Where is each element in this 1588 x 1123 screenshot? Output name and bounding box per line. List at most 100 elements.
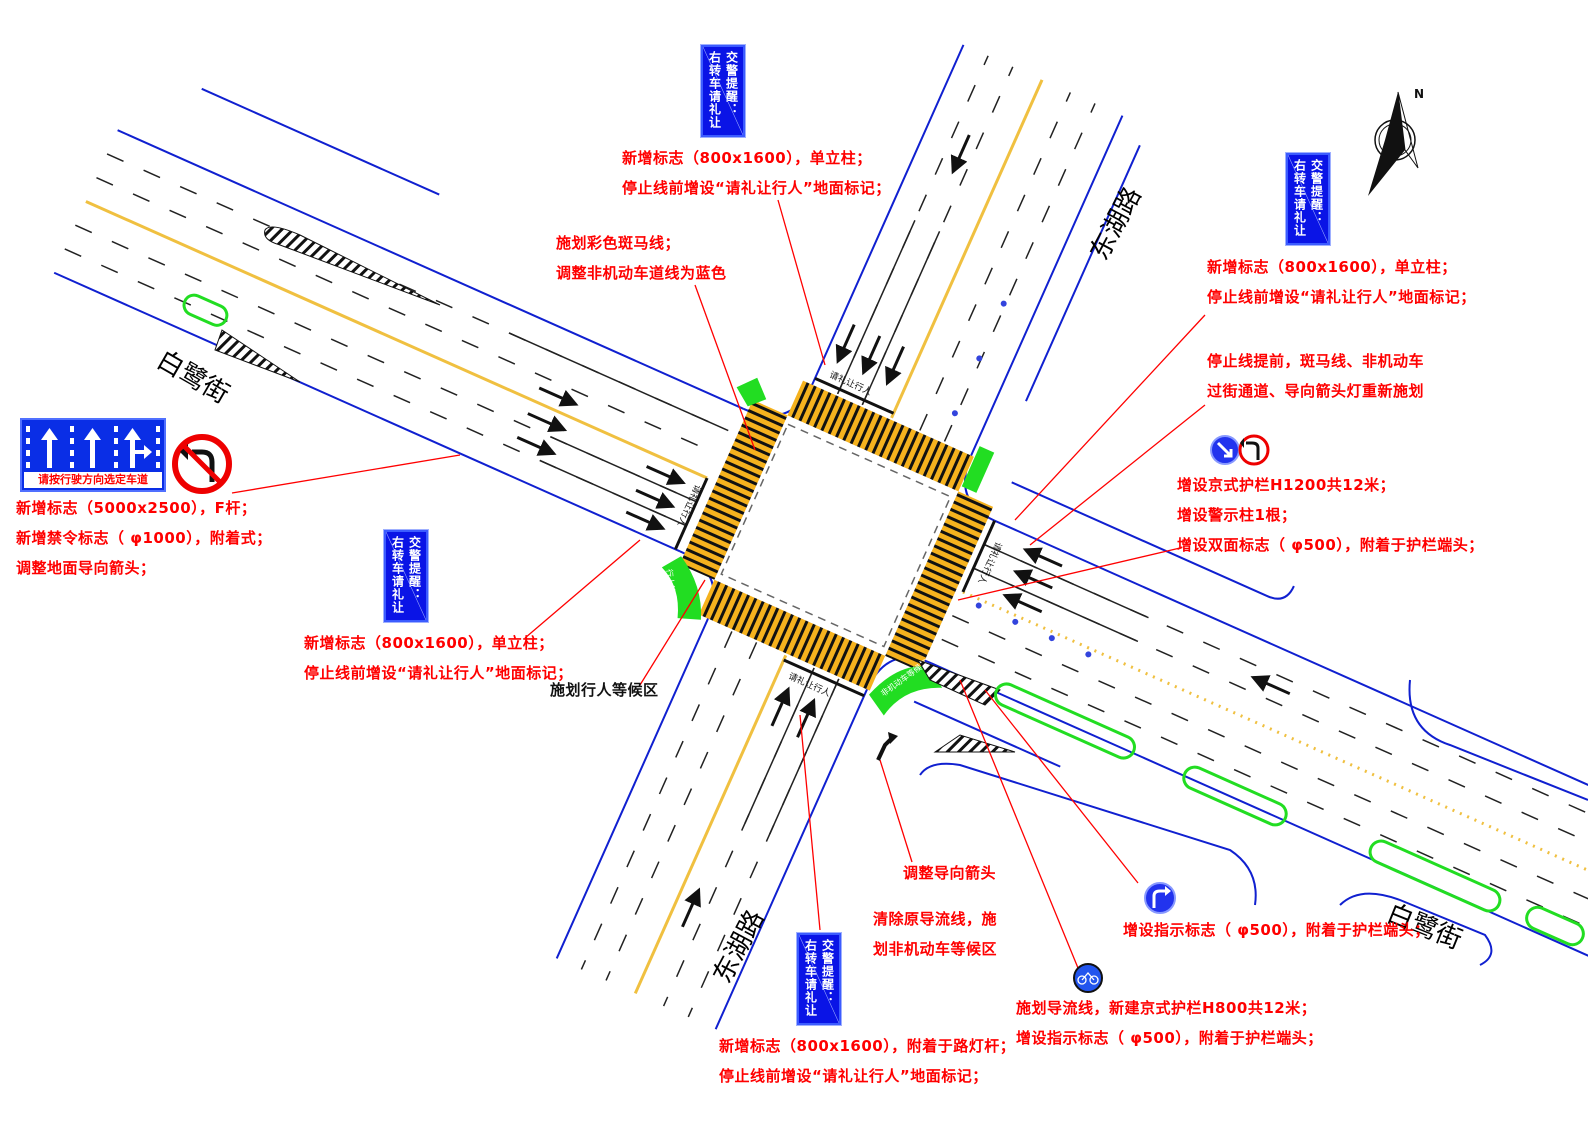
annotation-pedestrian-waiting: 施划行人等候区 [550,675,659,705]
channelization-hatch-w [214,329,301,383]
channelization-hatch-se [933,734,1016,753]
annotation-line: 划非机动车等候区 [873,940,998,958]
right-turn-sign [1144,882,1176,914]
no-left-turn-sign-small [1238,434,1270,466]
lane-arrows-icon [26,426,160,468]
lane-arrow [1250,675,1291,696]
annotation-line: 新增标志（5000x2500），F杆； [16,499,257,517]
annotation-line: 增设指示标志（ φ500），附着于护栏端头； [1016,1029,1323,1047]
road-name-donghu-north: 东湖路 [1085,182,1148,265]
annotation-right-turn-sign: 增设指示标志（ φ500），附着于护栏端头； [1123,915,1430,945]
annotation-bike-guardrail: 施划导流线，新建京式护栏H800共12米； 增设指示标志（ φ500），附着于护… [1016,993,1323,1053]
annotation-non-motor-waiting: 清除原导流线，施 划非机动车等候区 [873,904,997,964]
warning-sign-line2: 右转车请礼让 [803,939,818,1017]
annotation-lane-sign: 新增标志（5000x2500），F杆； 新增禁令标志（ φ1000），附着式； … [16,493,272,583]
curb-outer-se [919,762,1257,906]
lane-sign-caption: 请按行驶方向选定车道 [24,472,162,488]
annotation-line: 停止线提前，斑马线、非机动车 [1207,352,1425,370]
curb-outer-e [1408,679,1588,801]
crosswalk-east [885,491,994,672]
yield-marking-south: 请礼让行人 [786,670,832,699]
lane-arrow [681,887,701,928]
annotation-line: 停止线前增设“请礼让行人”地面标记； [719,1067,988,1085]
median-island [182,293,229,327]
pedestrian-waiting-area-ne [961,446,995,493]
annotation-line: 调整地面导向箭头； [16,559,156,577]
waiting-area-label-sw: 行人等候区 [664,569,678,610]
warning-sign-east: 交警提醒： 右转车请礼让 [1285,152,1331,246]
north-label: N [1414,87,1424,101]
lane-arrow [885,345,905,386]
annotation-west-sign: 新增标志（800x1600），单立柱； 停止线前增设“请礼让行人”地面标记； [304,628,573,688]
road-name-donghu-south: 东湖路 [708,905,771,988]
annotation-east-sign: 新增标志（800x1600），单立柱； 停止线前增设“请礼让行人”地面标记； [1207,252,1476,312]
lane-arrow [796,697,816,738]
north-arrow-compass: N [1368,87,1424,196]
annotation-line: 增设警示柱1根； [1177,506,1297,524]
warning-sign-line1: 交警提醒： [820,939,835,1004]
warning-sign-line2: 右转车请礼让 [390,536,405,614]
no-left-turn-sign [172,434,232,494]
warning-sign-line2: 右转车请礼让 [1292,159,1307,237]
lane-arrows-main [516,386,1291,696]
lane-arrow [1012,569,1053,590]
bicycle-lane-sign [1073,963,1103,993]
lane-arrow [835,324,856,364]
annotation-north-sign: 新增标志（800x1600），单立柱； 停止线前增设“请礼让行人”地面标记； [622,143,891,203]
annotation-adjust-arrow: 调整导向箭头 [903,858,996,888]
annotation-colored-crosswalk: 施划彩色斑马线； 调整非机动车道线为蓝色 [556,228,727,288]
annotation-stopline-advance: 停止线提前，斑马线、非机动车 过街通道、导向箭头灯重新施划 [1207,346,1424,406]
annotation-south-sign: 新增标志（800x1600），附着于路灯杆； 停止线前增设“请礼让行人”地面标记… [719,1031,1015,1091]
warning-sign-line2: 右转车请礼让 [707,51,722,129]
lane-arrow [1022,547,1063,568]
median-island [994,682,1136,760]
warning-sign-west: 交警提醒： 右转车请礼让 [383,529,429,623]
annotation-line: 增设京式护栏H1200共12米； [1177,476,1396,494]
annotation-line: 新增标志（800x1600），单立柱； [1207,258,1457,276]
median-islands [182,293,1585,947]
median-island [1182,765,1288,827]
center-lines-main [85,200,1588,903]
lane-direction-sign: 请按行驶方向选定车道 [20,418,166,492]
annotation-line: 新增标志（800x1600），附着于路灯杆； [719,1037,1016,1055]
crosswalk-north [787,380,974,492]
median-island [1525,905,1585,947]
annotation-line: 增设指示标志（ φ500），附着于护栏端头； [1123,921,1430,939]
annotation-line: 过街通道、导向箭头灯重新施划 [1207,382,1425,400]
warning-sign-line1: 交警提醒： [407,536,422,601]
pedestrian-waiting-area-nw [736,377,767,407]
annotation-line: 停止线前增设“请礼让行人”地面标记； [622,179,891,197]
lane-arrow [950,134,971,175]
lane-arrows-cross [681,134,971,928]
lane-arrow [527,412,568,432]
center-lines-cross [633,79,1044,995]
curb-lines-main [53,87,1588,974]
lane-arrow [1002,593,1043,614]
annotation-line: 停止线前增设“请礼让行人”地面标记； [1207,288,1476,306]
lane-arrow [645,465,686,485]
warning-sign-north: 交警提醒： 右转车请礼让 [700,44,746,138]
warning-sign-south: 交警提醒： 右转车请礼让 [796,932,842,1026]
lane-arrow [635,488,676,509]
turn-arrow-marking [876,732,898,761]
crosswalk-south [698,579,886,691]
guardrail-north [951,300,1007,417]
annotation-line: 增设双面标志（ φ500），附着于护栏端头； [1177,536,1484,554]
annotation-line: 新增标志（800x1600），单立柱； [304,634,554,652]
non-motor-waiting-area-se [869,666,943,716]
warning-sign-line1: 交警提醒： [724,51,739,116]
annotation-guardrail-east: 增设京式护栏H1200共12米； 增设警示柱1根； 增设双面标志（ φ500），… [1177,470,1484,560]
main-road [53,87,1588,974]
lane-arrow [861,335,882,376]
warning-sign-line1: 交警提醒： [1309,159,1324,224]
lane-arrow [516,435,557,456]
annotation-line: 施划彩色斑马线； [556,234,681,252]
annotation-line: 施划导流线，新建京式护栏H800共12米； [1016,999,1317,1017]
channelization-hatch-nw [264,226,441,306]
median-island [1368,839,1502,913]
annotation-line: 停止线前增设“请礼让行人”地面标记； [304,664,573,682]
annotation-line: 调整非机动车道线为蓝色 [556,264,727,282]
lane-arrow [770,686,791,727]
guardrail-east [975,602,1092,658]
